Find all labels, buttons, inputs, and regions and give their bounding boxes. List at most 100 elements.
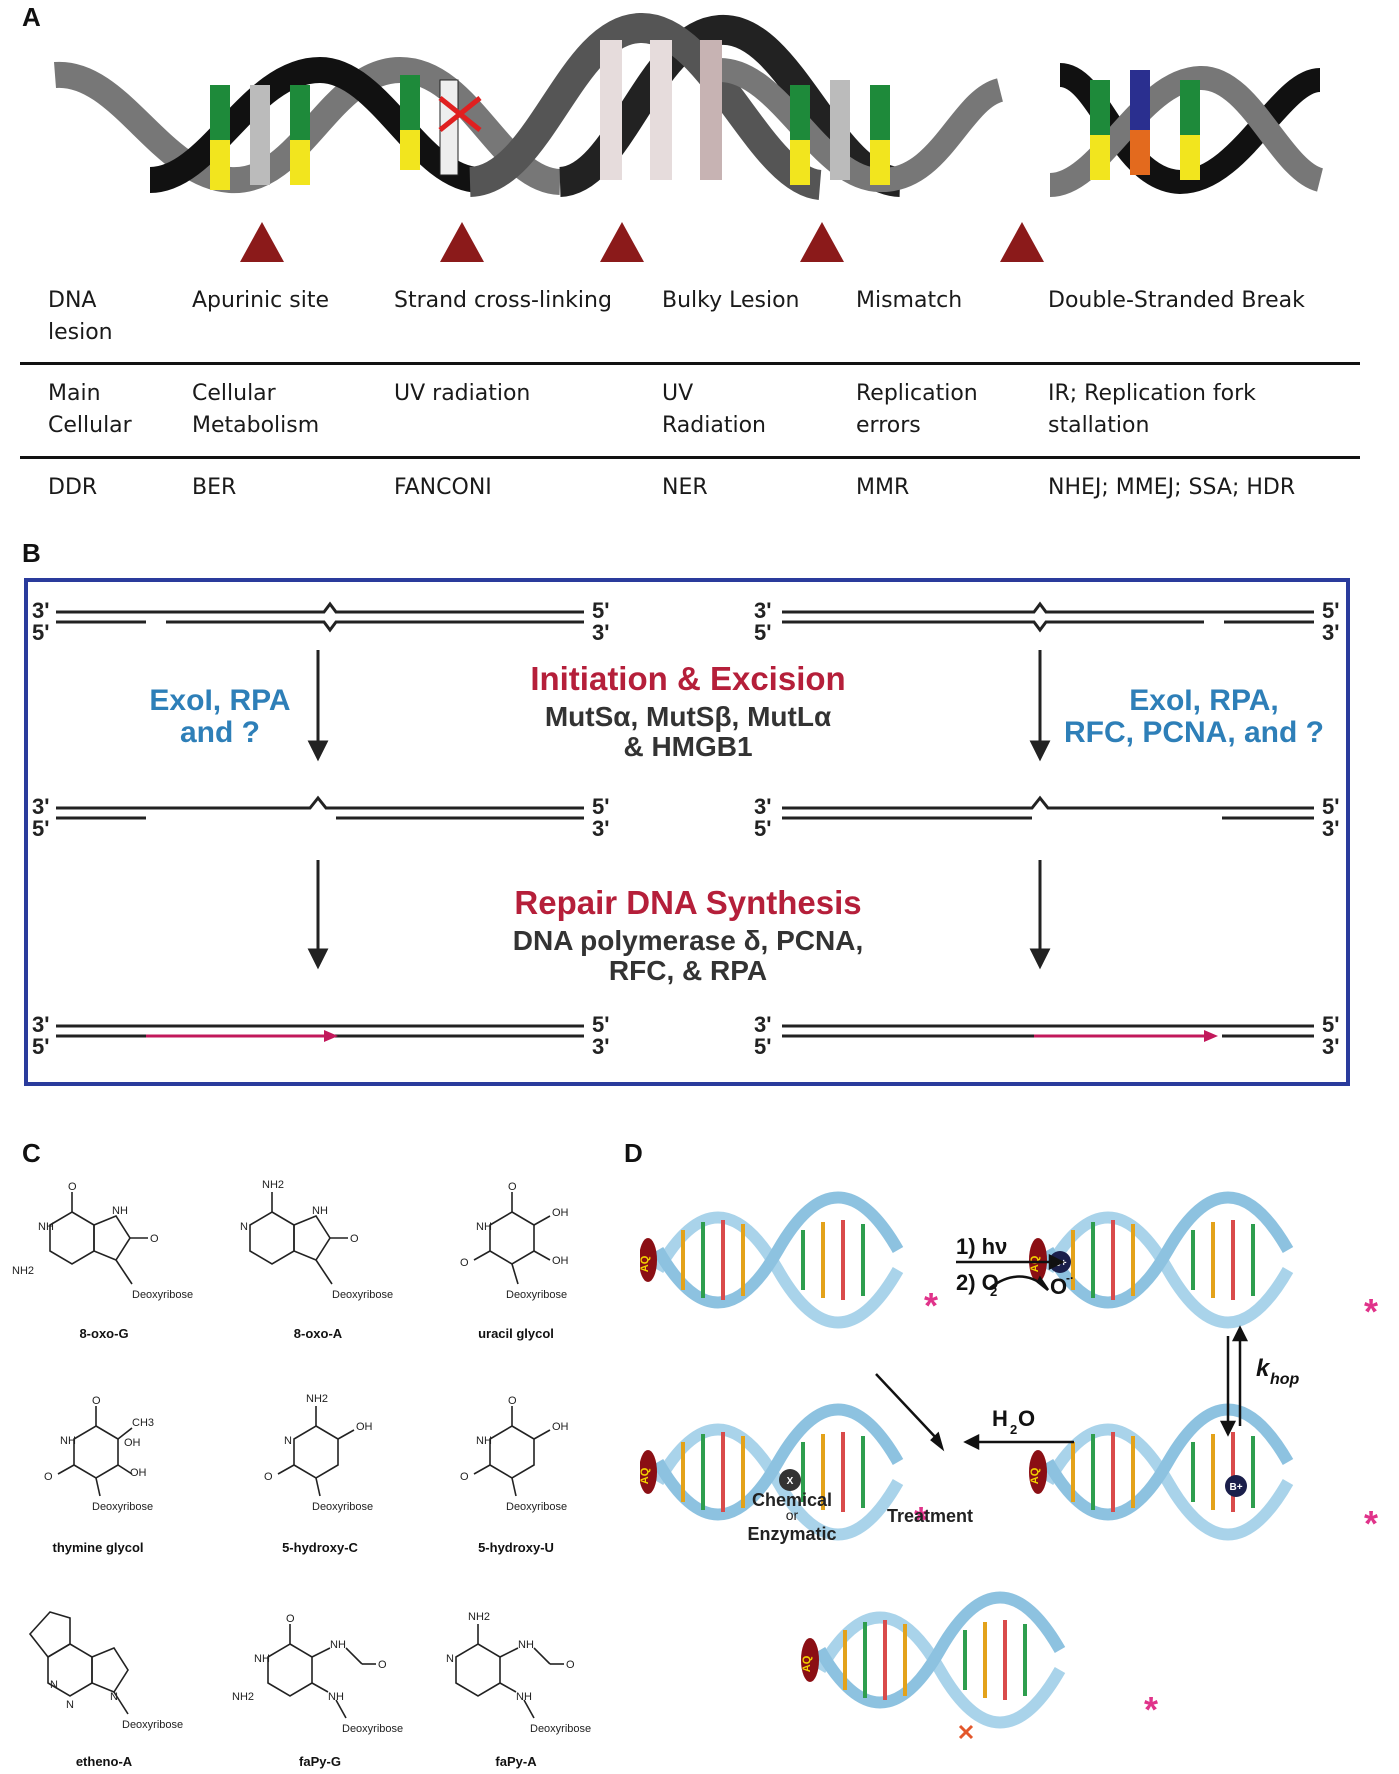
crosslink-mark — [438, 96, 482, 132]
end-label: 3' — [32, 598, 49, 623]
end-label: 5' — [1322, 1012, 1339, 1037]
o2-subscript: 2 — [990, 1284, 997, 1299]
arrowhead-crosslink — [440, 222, 484, 262]
helix-initial — [640, 1198, 898, 1323]
svg-text:OH: OH — [552, 1255, 569, 1267]
svg-text:Deoxyribose: Deoxyribose — [312, 1501, 373, 1513]
svg-text:NH: NH — [518, 1639, 534, 1651]
step1-proteins: & HMGB1 — [623, 731, 752, 762]
end-label: 5' — [32, 620, 49, 645]
arrowhead-apurinic — [240, 222, 284, 262]
svg-text:Deoxyribose: Deoxyribose — [132, 1289, 193, 1301]
svg-text:Deoxyribose: Deoxyribose — [530, 1723, 591, 1735]
table-cell: Bulky Lesion — [662, 288, 800, 313]
panel-label-a: A — [22, 2, 41, 32]
end-label: 5' — [754, 620, 771, 645]
aq-label: AQ — [1029, 1467, 1041, 1484]
end-label: 3' — [1322, 816, 1339, 841]
table-cell: Cellular Metabolism — [192, 381, 320, 438]
svg-text:OH: OH — [124, 1437, 141, 1449]
oxidative-lesion-structures: O NH NH2 NH O Deoxyribose NH2 N NH O Deo… — [12, 1179, 591, 1735]
svg-text:N: N — [110, 1691, 118, 1703]
svg-text:O: O — [508, 1181, 517, 1193]
svg-text:NH: NH — [254, 1653, 270, 1665]
radical-label: B+ — [1229, 1482, 1242, 1493]
khop-subscript: hop — [1270, 1371, 1300, 1388]
svg-text:NH2: NH2 — [468, 1611, 490, 1623]
structure-uracil-glycol: O NH O OH OH Deoxyribose — [460, 1181, 569, 1301]
table-cell: DNA lesion — [48, 288, 113, 345]
svg-text:NH: NH — [330, 1639, 346, 1651]
dna-helix-illustration — [54, 13, 1325, 200]
cleavage-mark — [958, 1724, 974, 1740]
structure-fapy-a: NH2 N NH O NH Deoxyribose — [446, 1611, 591, 1735]
end-label: 3' — [32, 794, 49, 819]
end-label: 3' — [754, 1012, 771, 1037]
structure-8-oxo-a: NH2 N NH O Deoxyribose — [240, 1179, 393, 1301]
damage-label: X — [787, 1476, 794, 1487]
mmr-box-border — [24, 578, 1350, 1086]
lesion-name: thymine glycol — [52, 1540, 144, 1555]
svg-text:Deoxyribose: Deoxyribose — [332, 1289, 393, 1301]
repair-synthesis-strands — [146, 1030, 1218, 1042]
svg-text:OH: OH — [356, 1421, 373, 1433]
right-factors: ExoI, RPA, — [1129, 684, 1278, 717]
aq-label: AQ — [1029, 1255, 1041, 1272]
structure-5-hydroxy-u: O NH O OH Deoxyribose — [460, 1395, 569, 1513]
lesion-name: 8-oxo-A — [293, 1326, 343, 1341]
end-label: 5' — [592, 598, 609, 623]
treatment-enzymatic: Enzymatic — [747, 1524, 836, 1544]
svg-text:OH: OH — [130, 1467, 147, 1479]
star-marker: * — [914, 1499, 928, 1540]
svg-text:Deoxyribose: Deoxyribose — [92, 1501, 153, 1513]
end-label: 5' — [32, 1034, 49, 1059]
lesion-name: faPy-A — [495, 1754, 537, 1769]
table-cell: BER — [192, 475, 237, 500]
svg-text:O: O — [264, 1471, 273, 1483]
left-factors: and ? — [180, 716, 260, 749]
aq-label: AQ — [640, 1467, 651, 1484]
water-subscript: 2 — [1010, 1422, 1017, 1437]
table-cell: UV radiation — [394, 381, 531, 406]
svg-text:NH: NH — [476, 1435, 492, 1447]
svg-text:O: O — [286, 1613, 295, 1625]
end-label: 5' — [1322, 794, 1339, 819]
table-cell: Strand cross-linking — [394, 288, 612, 313]
svg-text:O: O — [566, 1659, 575, 1671]
end-label: 3' — [592, 816, 609, 841]
table-cell: IR; Replication fork stallation — [1048, 381, 1256, 438]
structure-fapy-g: O NH NH2 NH O NH Deoxyribose — [232, 1613, 403, 1735]
table-divider — [20, 456, 1360, 459]
o2-product-charge: -· — [1066, 1271, 1074, 1285]
lesion-name: 5-hydroxy-C — [282, 1540, 358, 1555]
aq-label: AQ — [640, 1255, 651, 1272]
svg-text:OH: OH — [552, 1207, 569, 1219]
table-cell: Apurinic site — [192, 288, 329, 313]
helix-radical — [1029, 1198, 1288, 1323]
treatment-or: or — [786, 1507, 799, 1523]
helix-migrated — [1029, 1410, 1288, 1535]
svg-text:Deoxyribose: Deoxyribose — [506, 1501, 567, 1513]
svg-text:N: N — [284, 1435, 292, 1447]
table-cell: Double-Stranded Break — [1048, 288, 1305, 313]
step2-proteins: DNA polymerase δ, PCNA, — [513, 925, 863, 956]
svg-text:N: N — [446, 1653, 454, 1665]
svg-text:NH: NH — [60, 1435, 76, 1447]
table-divider — [20, 362, 1360, 365]
step2-title: Repair DNA Synthesis — [514, 884, 861, 921]
dna-strands — [56, 601, 1314, 1038]
svg-text:NH2: NH2 — [262, 1179, 284, 1191]
svg-text:Deoxyribose: Deoxyribose — [122, 1719, 183, 1731]
star-marker: * — [1364, 1503, 1378, 1544]
structure-8-oxo-g: O NH NH2 NH O Deoxyribose — [12, 1181, 193, 1301]
right-factors: RFC, PCNA, and ? — [1064, 716, 1324, 749]
table-cell: NHEJ; MMEJ; SSA; HDR — [1048, 475, 1296, 500]
arrowhead-mismatch — [800, 222, 844, 262]
lesion-name: 8-oxo-G — [79, 1326, 129, 1341]
svg-text:Deoxyribose: Deoxyribose — [506, 1289, 567, 1301]
end-label: 3' — [592, 620, 609, 645]
svg-text:NH: NH — [112, 1205, 128, 1217]
svg-text:NH: NH — [312, 1205, 328, 1217]
svg-text:N: N — [50, 1679, 58, 1691]
step2-proteins: RFC, & RPA — [609, 955, 767, 986]
